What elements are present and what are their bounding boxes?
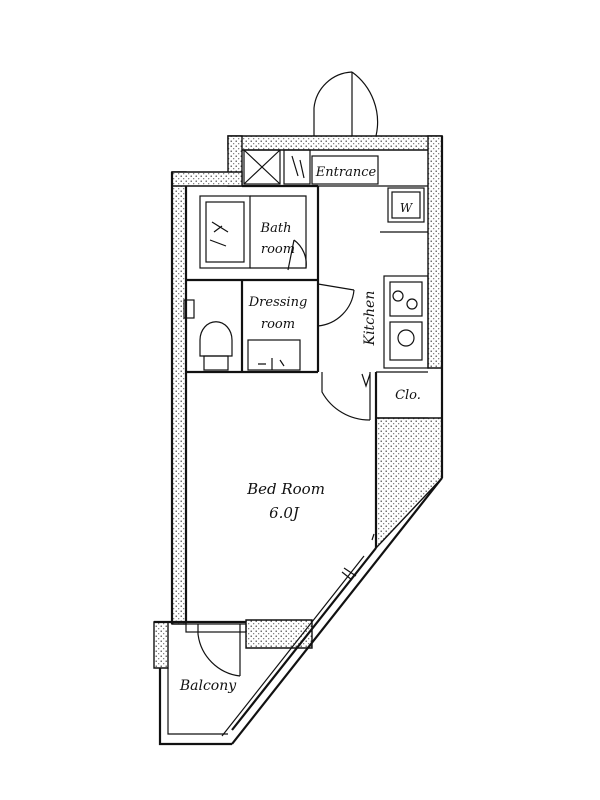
bath-label-line2: room — [261, 242, 295, 257]
outline-walls — [154, 136, 444, 746]
bath-door[interactable] — [287, 239, 307, 271]
entrance-door[interactable] — [313, 71, 379, 137]
washing-machine — [380, 187, 428, 233]
entrance-step — [311, 155, 379, 185]
toilet — [183, 299, 233, 371]
vanity-sink — [247, 339, 301, 371]
washer-label: W — [400, 201, 414, 215]
dressing-door[interactable] — [317, 283, 355, 327]
bedroom-door[interactable] — [321, 372, 371, 421]
bedroom-size-label: 6.0J — [269, 504, 300, 522]
door-stop-marker — [361, 373, 371, 388]
kitchen-counter — [383, 275, 429, 369]
window — [341, 533, 375, 581]
closet-label: Clo. — [395, 388, 421, 403]
storage-cabinet — [243, 149, 311, 185]
dressing-label-line1: Dressing — [248, 295, 308, 310]
kitchen-label: Kitchen — [362, 291, 378, 347]
entrance-label: Entrance — [315, 165, 377, 180]
bath-label-line1: Bath — [260, 221, 292, 236]
balcony-door[interactable] — [185, 623, 247, 677]
balcony-label: Balcony — [179, 678, 237, 694]
bathtub — [199, 195, 307, 269]
dressing-label-line2: room — [261, 317, 295, 332]
bedroom-label: Bed Room — [246, 480, 325, 498]
